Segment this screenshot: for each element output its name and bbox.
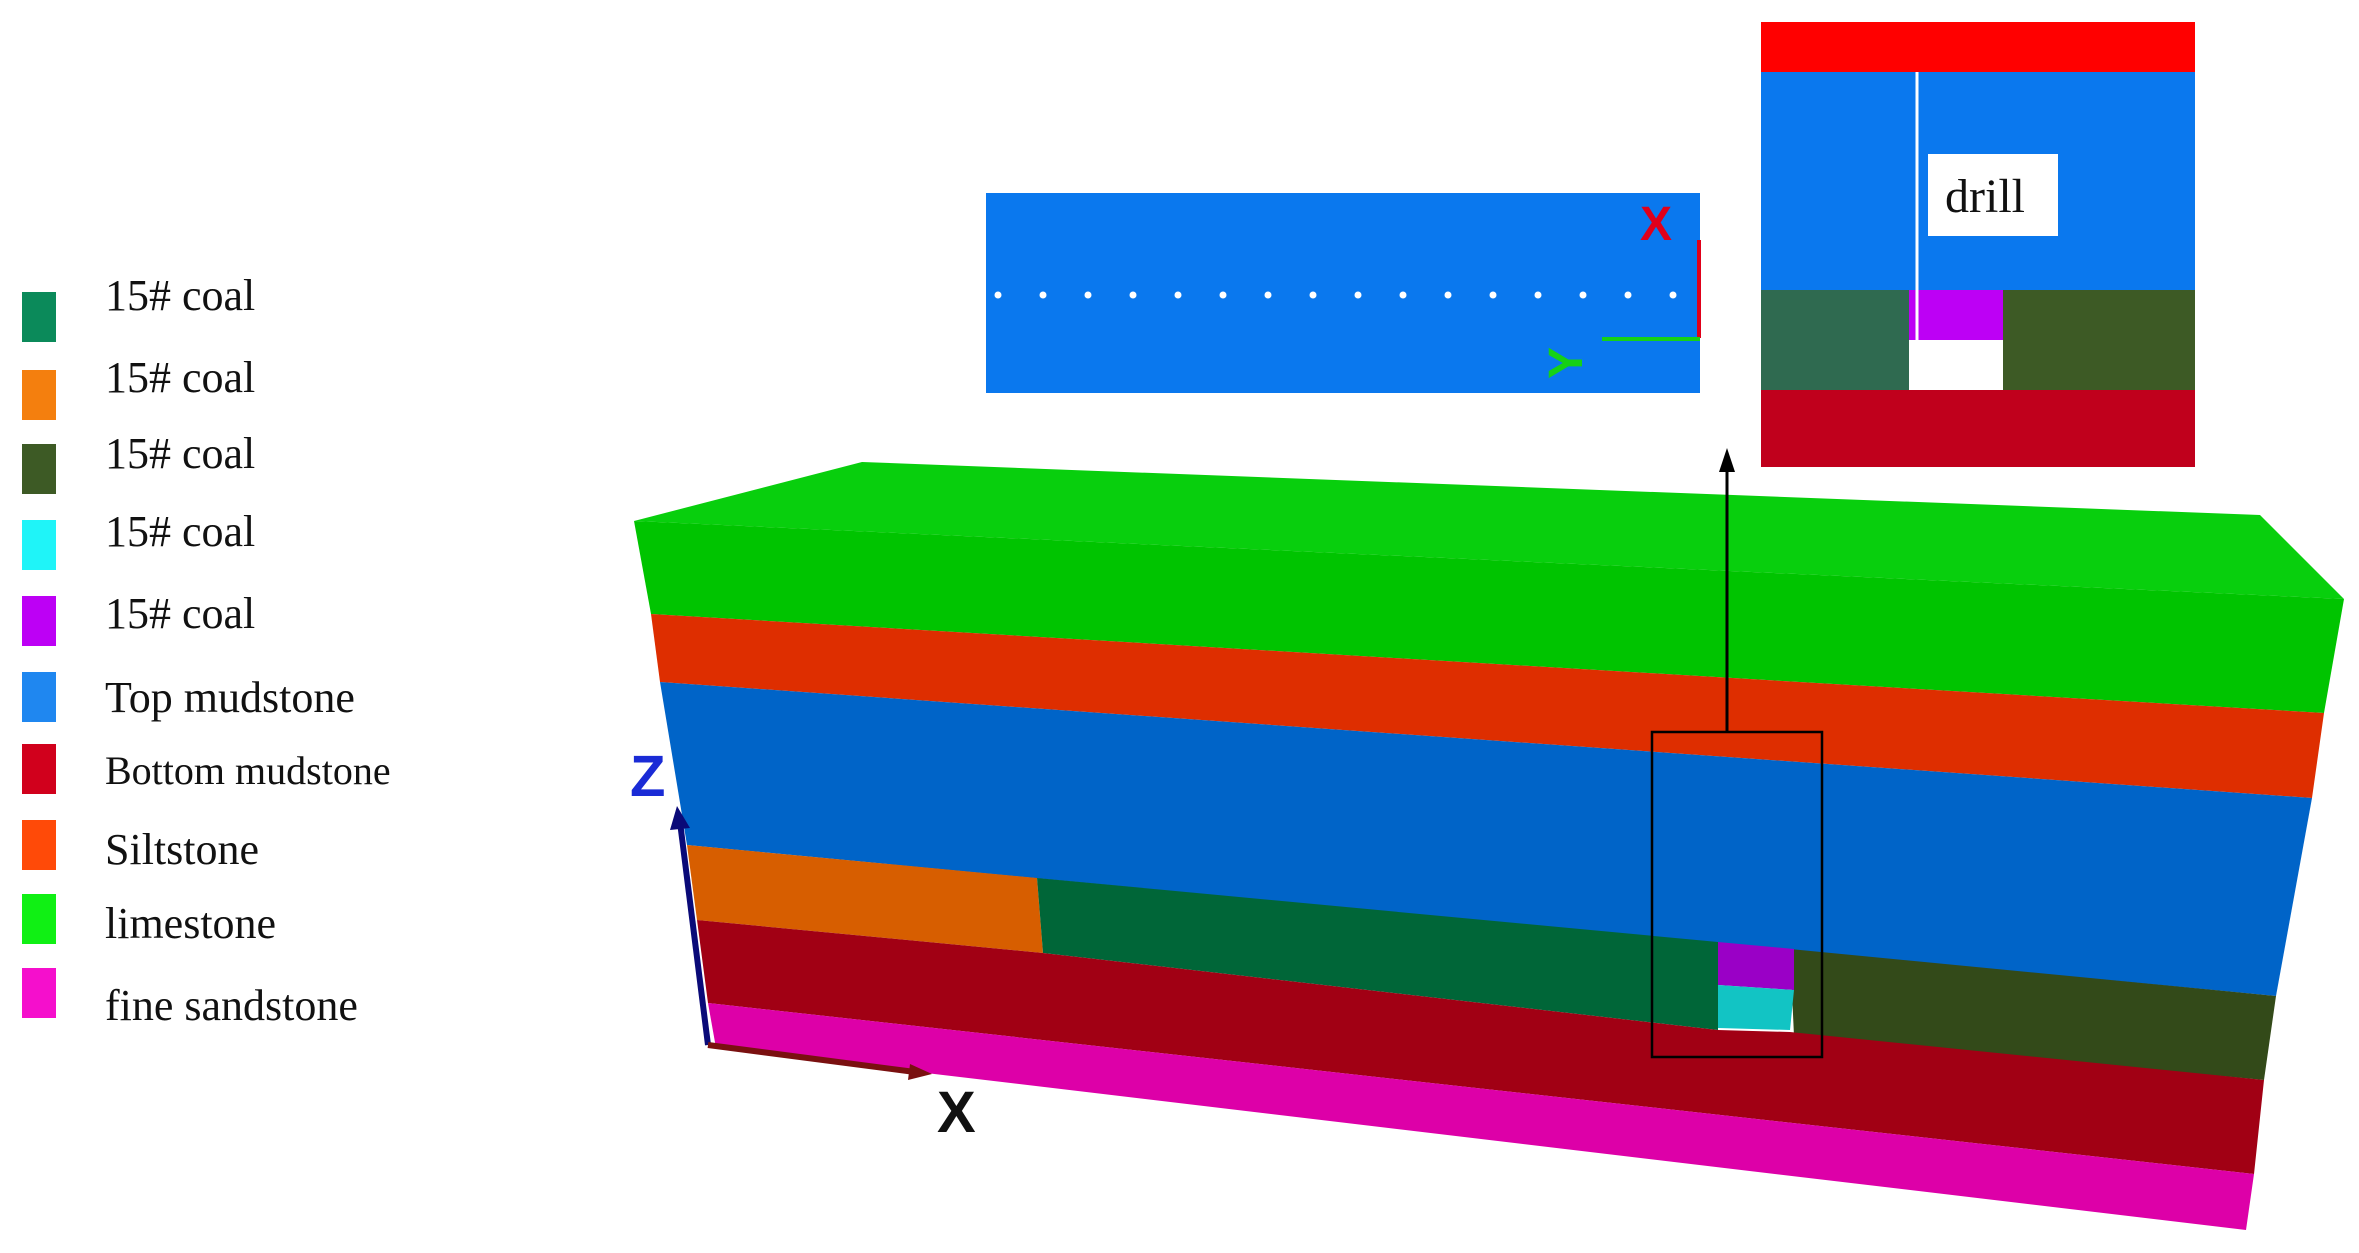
- top-mudstone-layer: [660, 682, 2312, 996]
- z-axis-arrowhead: [670, 806, 690, 830]
- legend-swatch: [22, 894, 56, 944]
- legend-label: Siltstone: [105, 825, 259, 874]
- coal-cyan-block: [1718, 985, 1794, 1030]
- drill-hole-dot: [1534, 291, 1542, 299]
- inset-x-axis-label: X: [1640, 198, 1672, 251]
- drill-hole-dot: [1579, 291, 1587, 299]
- coal-olive-block: [1790, 949, 2276, 1080]
- legend-swatch: [22, 968, 56, 1018]
- drill-hole-dot: [1669, 291, 1677, 299]
- x-axis-line: [707, 1042, 916, 1075]
- axes-triad: Z X: [630, 744, 976, 1145]
- drill-hole-dot: [994, 291, 1002, 299]
- section-bottom-mudstone: [1761, 390, 2195, 467]
- legend-swatch: [22, 370, 56, 420]
- legend-item: limestone: [22, 894, 276, 948]
- drill-hole-dot: [1309, 291, 1317, 299]
- legend-label: 15# coal: [105, 429, 255, 478]
- strata-model: [634, 462, 2344, 1230]
- drill-hole-dot: [1624, 291, 1632, 299]
- legend-label: limestone: [105, 899, 276, 948]
- legend-label: fine sandstone: [105, 981, 358, 1030]
- section-coal-teal: [1761, 290, 1909, 390]
- legend: 15# coal 15# coal 15# coal 15# coal 15# …: [22, 271, 391, 1030]
- legend-label: 15# coal: [105, 353, 255, 402]
- legend-label: 15# coal: [105, 589, 255, 638]
- drill-hole-dot: [1444, 291, 1452, 299]
- limestone-layer: [634, 521, 2344, 713]
- cross-section-inset: drill: [1761, 22, 2195, 467]
- drill-hole-dot: [1219, 291, 1227, 299]
- legend-item: Siltstone: [22, 820, 259, 874]
- section-coal-olive: [2003, 290, 2195, 390]
- legend-swatch: [22, 444, 56, 494]
- legend-label: Top mudstone: [105, 673, 355, 722]
- legend-item: 15# coal: [22, 353, 255, 420]
- zoom-frame: [1650, 730, 1824, 1059]
- coal-purple-block: [1718, 942, 1794, 990]
- drill-hole-dots: [994, 291, 1677, 299]
- drill-hole-dot: [1264, 291, 1272, 299]
- legend-swatch: [22, 520, 56, 570]
- drill-hole-dot: [1399, 291, 1407, 299]
- limestone-top-face: [634, 462, 2344, 599]
- legend-item: Top mudstone: [22, 672, 355, 722]
- legend-label: 15# coal: [105, 507, 255, 556]
- legend-swatch: [22, 292, 56, 342]
- arrowhead: [1719, 448, 1735, 472]
- fine-sandstone-layer: [708, 1003, 2254, 1230]
- x-axis-arrowhead: [908, 1064, 932, 1080]
- legend-item: fine sandstone: [22, 968, 358, 1030]
- legend-item: 15# coal: [22, 589, 255, 646]
- legend-swatch: [22, 672, 56, 722]
- drill-hole-dot: [1084, 291, 1092, 299]
- legend-swatch: [22, 744, 56, 794]
- legend-item: 15# coal: [22, 429, 255, 494]
- drill-hole-dot: [1174, 291, 1182, 299]
- zoom-callout: [1650, 448, 1824, 1059]
- section-coal-purple: [1909, 290, 2003, 340]
- bottom-mudstone-layer: [697, 920, 2264, 1174]
- legend-swatch: [22, 820, 56, 870]
- coal-green-block: [1037, 878, 1718, 1030]
- legend-label: 15# coal: [105, 271, 255, 320]
- drill-hole-dot: [1039, 291, 1047, 299]
- drill-hole-dot: [1489, 291, 1497, 299]
- z-axis-label: Z: [630, 744, 665, 809]
- drill-hole-dot: [1354, 291, 1362, 299]
- inset-y-axis-label: Y: [1540, 347, 1593, 379]
- drill-label: drill: [1945, 170, 2025, 223]
- x-axis-label: X: [937, 1080, 976, 1145]
- legend-swatch: [22, 596, 56, 646]
- legend-item: 15# coal: [22, 507, 255, 570]
- section-top-red: [1761, 22, 2195, 72]
- drill-label-box: [1928, 154, 2058, 236]
- siltstone-layer: [651, 614, 2324, 798]
- plan-view-inset: X Y: [986, 193, 1701, 393]
- legend-item: 15# coal: [22, 271, 255, 342]
- legend-item: Bottom mudstone: [22, 744, 391, 794]
- z-axis-line: [677, 821, 711, 1046]
- legend-label: Bottom mudstone: [105, 748, 391, 793]
- drill-hole-dot: [1129, 291, 1137, 299]
- section-void: [1909, 340, 2003, 390]
- coal-orange-block: [687, 845, 1043, 953]
